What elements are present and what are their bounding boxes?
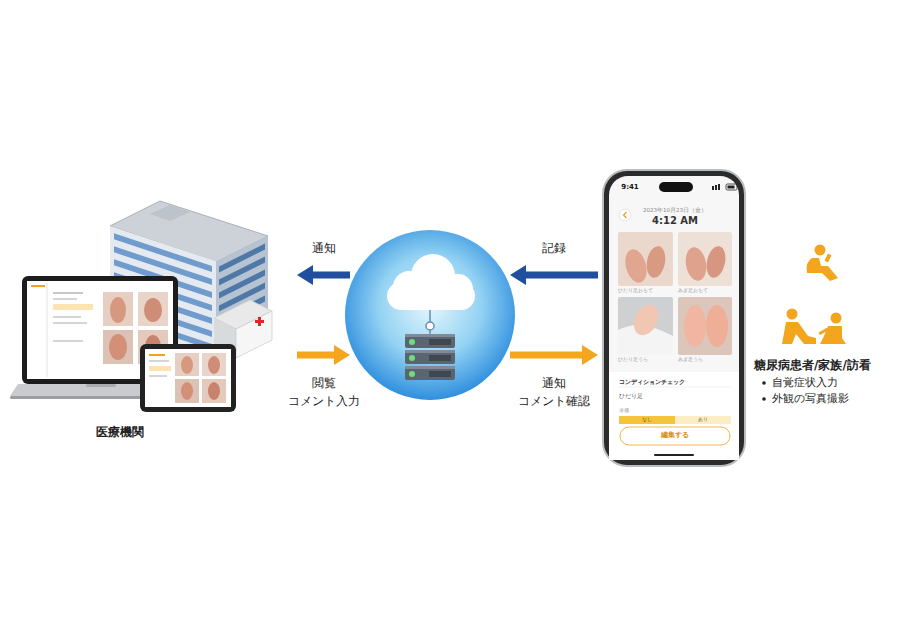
node-label: 冷感 [619, 407, 629, 413]
node-label: ひだり足うら [618, 357, 648, 362]
arrow-head [582, 345, 598, 365]
arrow-shaft [525, 272, 598, 279]
tablet [140, 344, 236, 412]
edge-label: 通知 コメント確認 [512, 374, 596, 410]
arrow-shaft [297, 352, 335, 359]
node-label: みぎ足うら [678, 357, 703, 362]
arrow-shaft [510, 352, 583, 359]
edge-label: 記録 [512, 239, 596, 257]
smartphone-screen: 9:41 2023年10月23日（金）4:12 AM ひだり足おもて みぎ足おもてひだ… [603, 170, 745, 466]
arrow-head [334, 345, 350, 365]
connector-arrow [297, 265, 350, 285]
arrow-head [297, 265, 313, 285]
node-label: 2023年10月23日（金） [630, 207, 720, 214]
cloud-circle-outline [345, 230, 515, 400]
node-label: 編集する [620, 432, 730, 440]
node-label: 自覚症状入力 [772, 376, 838, 389]
smartphone [603, 170, 745, 466]
edge-label: 通知 [282, 239, 366, 257]
node-label: ひだり足おもて [618, 288, 653, 293]
node-label: ひだり足 [619, 393, 643, 400]
arrow-shaft [312, 272, 350, 279]
node-label: みぎ足おもて [678, 288, 708, 293]
node-label: コンディションチェック [619, 378, 685, 385]
bullet-dot [762, 397, 766, 401]
connector-arrow [510, 345, 598, 365]
connector-arrow [510, 265, 598, 285]
connector-arrow [297, 345, 350, 365]
cloud-circle [345, 230, 515, 400]
node-label: あり [675, 417, 731, 422]
node-label: 9:41 [617, 183, 643, 191]
node-label: なし [619, 417, 675, 422]
node-label: 4:12 AM [630, 215, 720, 227]
hospital-group: 医療機関 [8, 195, 292, 447]
node-label: 外観の写真撮影 [772, 392, 849, 405]
node-label: 糖尿病患者/家族/訪看 [754, 358, 871, 372]
patient-group: 糖尿病患者/家族/訪看自覚症状入力外観の写真撮影 [750, 240, 896, 410]
people-icons [782, 245, 846, 345]
arrow-head [510, 265, 526, 285]
node-label: 医療機関 [70, 425, 170, 439]
bullet-dot [762, 381, 766, 385]
edge-label: 閲覧 コメント入力 [282, 374, 366, 410]
